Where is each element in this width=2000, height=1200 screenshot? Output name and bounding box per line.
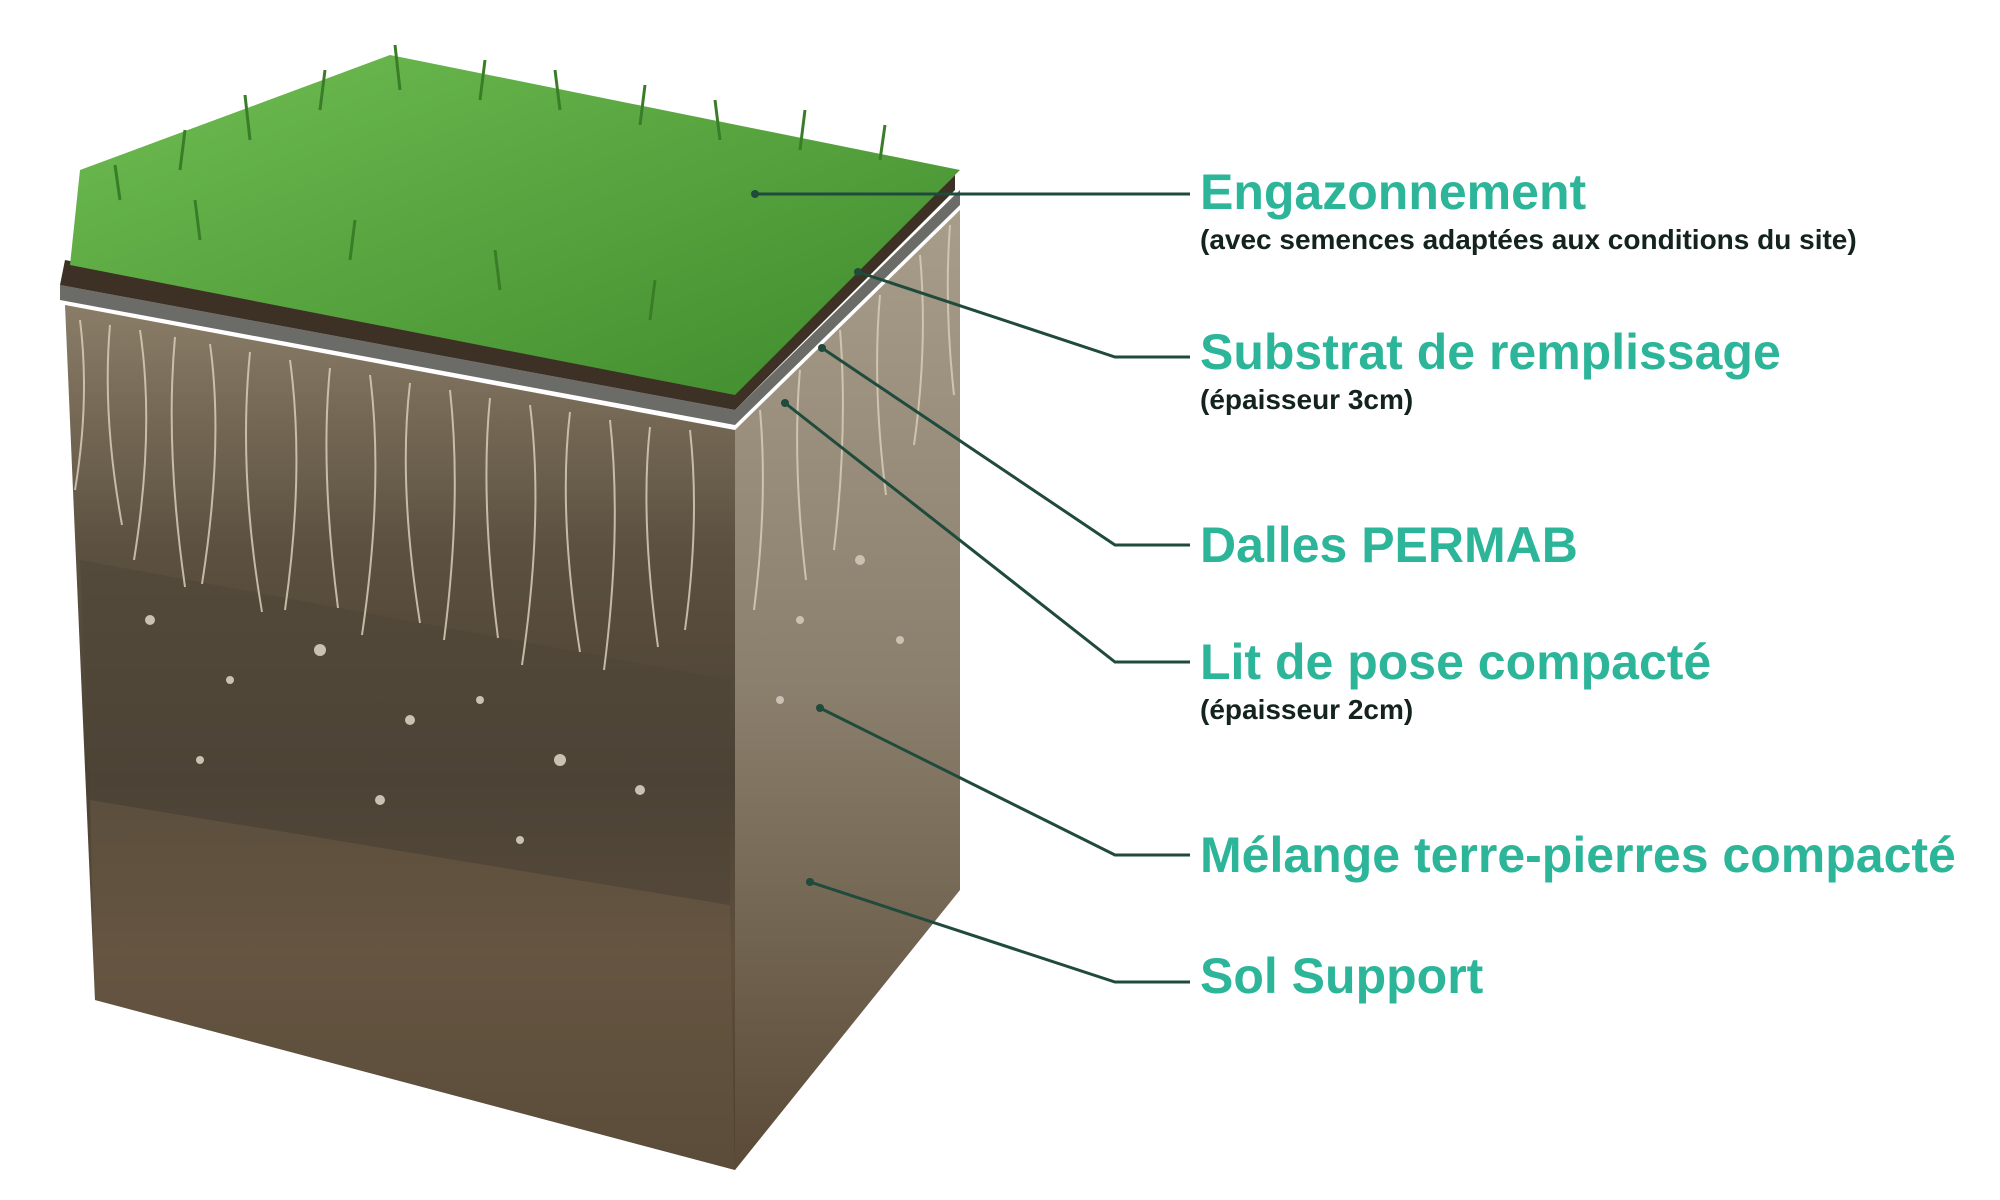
subsoil-band xyxy=(90,800,735,1170)
leader-dot-sol-support xyxy=(806,878,814,886)
grass-top xyxy=(70,55,960,395)
leader-dot-dalles xyxy=(818,344,826,352)
label-substrat: Substrat de remplissage (épaisseur 3cm) xyxy=(1200,326,1781,416)
layer-note: (épaisseur 3cm) xyxy=(1200,383,1414,415)
leader-line-substrat xyxy=(857,270,1190,359)
label-sol-support: Sol Support xyxy=(1200,950,1483,1003)
leader-dot-lit-de-pose xyxy=(781,399,789,407)
root-zone xyxy=(74,224,955,671)
leader-line-melange xyxy=(819,706,1190,857)
layer-note: (épaisseur 2cm) xyxy=(1200,693,1414,725)
gravel-band xyxy=(80,560,730,905)
leader-line-sol-support xyxy=(809,880,1190,984)
side-face xyxy=(735,210,960,1170)
layer-name: Engazonnement xyxy=(1200,164,1587,220)
leader-dot-melange xyxy=(816,704,824,712)
gravel-stones xyxy=(145,555,904,844)
layer-note: (avec semences adaptées aux conditions d… xyxy=(1200,223,1857,255)
layer-name: Lit de pose compacté xyxy=(1200,634,1712,690)
permab-slab xyxy=(60,190,960,425)
leader-dot-engazonnement xyxy=(751,190,759,198)
layer-name: Mélange terre-pierres compacté xyxy=(1200,827,1956,883)
leader-line-lit-de-pose xyxy=(784,401,1190,664)
label-dalles: Dalles PERMAB xyxy=(1200,519,1578,572)
grass-blades xyxy=(113,44,887,321)
label-engazonnement: Engazonnement (avec semences adaptées au… xyxy=(1200,166,1857,256)
label-melange: Mélange terre-pierres compacté xyxy=(1200,829,1956,882)
layer-name: Dalles PERMAB xyxy=(1200,517,1578,573)
layer-name: Substrat de remplissage xyxy=(1200,324,1781,380)
leader-dot-substrat xyxy=(854,268,862,276)
leader-line-dalles xyxy=(821,346,1190,547)
layer-name: Sol Support xyxy=(1200,948,1484,1004)
substrate-layer xyxy=(60,175,955,410)
label-lit-de-pose: Lit de pose compacté (épaisseur 2cm) xyxy=(1200,636,1711,726)
